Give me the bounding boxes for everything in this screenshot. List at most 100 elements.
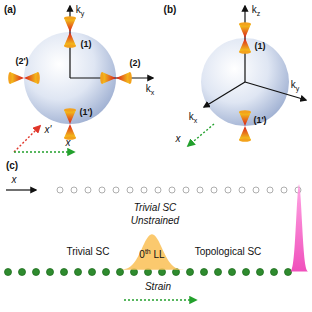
lattice-site [113, 187, 119, 193]
lattice-site [103, 269, 110, 276]
lattice-site [127, 187, 133, 193]
region-label: Unstrained [131, 216, 179, 226]
edge-state-peak [290, 185, 308, 272]
lattice-site [99, 187, 105, 193]
cone-rim [64, 44, 76, 48]
cone-rim [128, 72, 132, 84]
cone-rim [64, 108, 76, 112]
callout-number: (2) [130, 59, 141, 68]
lattice-site [33, 269, 40, 276]
text-part: k [252, 4, 257, 15]
cone-rim [36, 72, 40, 84]
cone-rim [100, 72, 104, 84]
lattice-site [201, 269, 208, 276]
text-part: 0 [139, 249, 145, 260]
cone-body [10, 72, 38, 84]
callout-number: (1') [79, 108, 92, 117]
text-part: th [145, 248, 151, 255]
lattice-site [61, 269, 68, 276]
text-part: z [257, 10, 261, 17]
lattice-site [211, 187, 217, 193]
cone-body [102, 72, 130, 84]
direction-arrow [14, 151, 74, 152]
lattice-site [239, 187, 245, 193]
region-label: Trivial SC [67, 247, 110, 257]
cone-rim [239, 22, 251, 26]
region-label: Trivial SC [134, 203, 177, 213]
cone-rim [8, 72, 12, 84]
lattice-site [271, 269, 278, 276]
axis-label: ky [291, 80, 300, 90]
cone-rim [239, 50, 251, 54]
cone-body [239, 24, 251, 52]
lattice-site [47, 269, 54, 276]
direction-arrow [188, 124, 214, 146]
level-label: 0th LL [139, 250, 164, 260]
text-part: k [291, 79, 296, 90]
cone-rim [64, 16, 76, 20]
lattice-site [71, 187, 77, 193]
lattice-site [155, 187, 161, 193]
lattice-site [19, 269, 26, 276]
lattice-site [257, 269, 264, 276]
axis-label: ky [76, 5, 85, 15]
lattice-site [243, 269, 250, 276]
panel-letter: (c) [6, 161, 18, 171]
direction-label: x' [45, 125, 52, 135]
callout-number: (1) [255, 42, 266, 51]
lattice-site [187, 269, 194, 276]
direction-label: x [176, 134, 181, 144]
region-label: Topological SC [195, 247, 262, 257]
weyl-cone [100, 72, 132, 84]
direction-arrow [124, 299, 196, 300]
direction-label: x [66, 138, 71, 148]
lattice-site [281, 187, 287, 193]
lattice-site [229, 269, 236, 276]
cone-body [239, 112, 251, 140]
lattice-site [215, 269, 222, 276]
weyl-cone [239, 22, 251, 54]
lattice-site [75, 269, 82, 276]
fermi-sphere [201, 38, 289, 126]
text-part: y [296, 85, 300, 92]
text-part: k [146, 83, 151, 94]
direction-arrow [14, 126, 40, 152]
callout-number: (1') [253, 116, 266, 125]
cone-body [64, 18, 76, 46]
lattice-site [183, 187, 189, 193]
lattice-site [267, 187, 273, 193]
text-part: LL [151, 249, 165, 260]
direction-label: x [12, 175, 17, 185]
weyl-cone [8, 72, 40, 84]
lattice-site [85, 187, 91, 193]
text-part: k [76, 4, 81, 15]
text-part: k [189, 111, 194, 122]
axis-label: kx [146, 84, 155, 94]
panel-letter: (b) [164, 5, 177, 15]
lattice-site [169, 187, 175, 193]
cone-body [64, 110, 76, 138]
weyl-cone [64, 108, 76, 140]
axis-line [204, 82, 245, 107]
axis-line [245, 82, 306, 100]
lattice-site [285, 269, 292, 276]
text-part: x [194, 117, 198, 124]
panel-letter: (a) [4, 5, 16, 15]
landau-level-peak [120, 234, 184, 270]
lattice-site [89, 269, 96, 276]
lattice-site [253, 187, 259, 193]
text-part: y [81, 10, 85, 17]
lattice-site [225, 187, 231, 193]
lattice-site [5, 269, 12, 276]
weyl-cone [64, 16, 76, 48]
lattice-site [141, 187, 147, 193]
strain-label: Strain [145, 282, 171, 292]
lattice-site [57, 187, 63, 193]
lattice-site [197, 187, 203, 193]
cone-rim [239, 138, 251, 142]
axis-label: kx [189, 112, 198, 122]
weyl-cone [239, 110, 251, 142]
direction-arrow [6, 189, 36, 190]
cone-rim [239, 110, 251, 114]
